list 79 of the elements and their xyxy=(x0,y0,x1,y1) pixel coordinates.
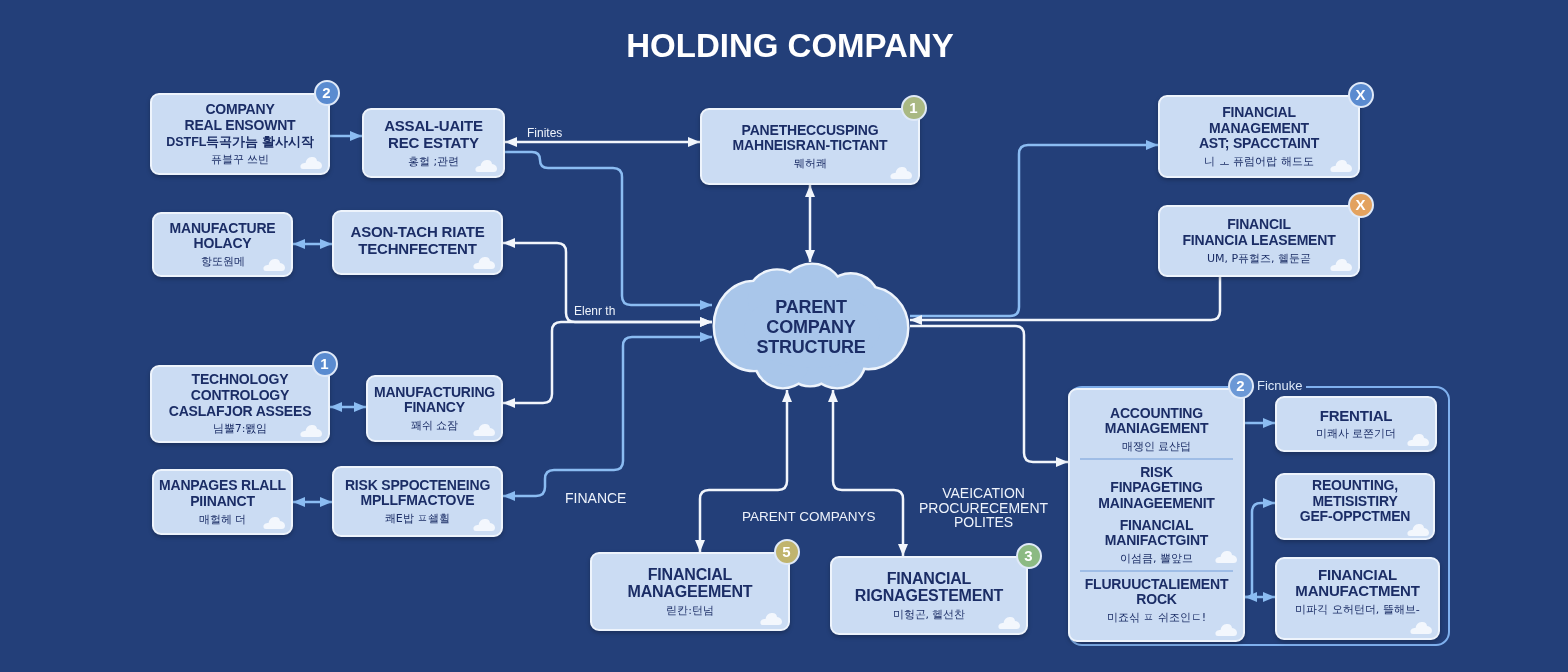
heading-text: MANUFACTURING FINANCY xyxy=(373,384,496,417)
edge-label: Elenr th xyxy=(572,304,618,318)
subtitle-text: 미파긱 오허턴더, 뜰해브- xyxy=(1295,603,1420,617)
heading-text: MANPAGES RLALL PIINANCT xyxy=(159,478,286,510)
heading-text: FINANCIAL MANAGEEMENT xyxy=(627,565,753,602)
arrow xyxy=(910,324,1068,467)
process-box xyxy=(1275,396,1437,452)
heading-text: FINANCIAL MANIFACTGINT xyxy=(1104,517,1209,550)
heading-text: PANETHECCUSPING MAHNEISRAN-TICTANT xyxy=(732,122,888,155)
subtitle-text: 미헝곤, 헬선찬 xyxy=(892,608,966,622)
heading-text: ASON-TACH RIATE TECHNFECTENT xyxy=(350,223,485,258)
subtitle-text: UM, P퓨헐즈, 혤둔곧 xyxy=(1206,251,1312,265)
subtitle-text: 니 ㅗ 퓨럼어랍 해드도 xyxy=(1204,154,1314,169)
process-box xyxy=(152,469,293,535)
subtitle-text: 꽤쉬 쇼잠 xyxy=(410,419,459,433)
subtitle-text: 매헐헤 더 xyxy=(198,512,247,526)
arrow xyxy=(695,390,792,552)
heading-text: ACCOUNTING MANIAGEMENT xyxy=(1104,405,1209,438)
arrow xyxy=(910,140,1158,318)
arrow xyxy=(828,390,908,556)
arrow xyxy=(503,332,712,501)
subtitle-text: DSTFL득곡가늠 활사시작 xyxy=(166,134,314,150)
subtitle-text: 매쟁인 료샨덥 xyxy=(1121,440,1192,454)
heading-text: MANUFACTURE HOLACY xyxy=(169,220,276,253)
arrow xyxy=(505,137,700,147)
number-badge: 1 xyxy=(900,94,927,121)
process-box xyxy=(1275,557,1440,640)
number-badge: 2 xyxy=(313,79,340,106)
annotation-text: PARENT COMPANYS xyxy=(742,510,876,525)
number-badge: 2 xyxy=(1227,372,1254,399)
subtitle-text: 이섬큼, 뽈앞므 xyxy=(1120,552,1193,566)
arrow xyxy=(293,497,332,507)
subtitle-text: 릳칸:턴넘 xyxy=(666,604,714,618)
number-badge: 5 xyxy=(773,538,800,565)
heading-text: FINANCIL FINANCIA LEASEMENT xyxy=(1182,217,1336,249)
subtitle-text: 님뿔7:뫬임 xyxy=(212,422,268,436)
arrow xyxy=(805,185,815,262)
number-badge: 1 xyxy=(311,350,338,377)
arrow xyxy=(910,277,1222,325)
arrow xyxy=(330,131,362,141)
arrow xyxy=(505,150,712,310)
subtitle-text: 홍헐 ;관련 xyxy=(407,154,460,168)
group-label: Ficnuke xyxy=(1254,378,1306,393)
process-box xyxy=(332,466,503,537)
subtitle-text: 항또원메 xyxy=(200,255,245,269)
process-box xyxy=(362,108,505,178)
subtitle-text: 뭬허쾌 xyxy=(793,157,827,171)
edge-label: Finites xyxy=(525,126,565,140)
process-box xyxy=(152,212,293,277)
arrow xyxy=(1245,418,1275,428)
arrow xyxy=(293,239,332,249)
subtitle-text: 미쾌사 로쯘기더 xyxy=(1315,427,1397,441)
annotation-text: VAEICATION PROCURECEMENT POLITES xyxy=(919,486,1049,531)
heading-text: FRENTIAL xyxy=(1319,407,1393,425)
diagram-title: HOLDING COMPANY xyxy=(626,28,954,65)
heading-text: COMPANY REAL ENSOWNT xyxy=(184,102,296,134)
heading-text: FLURUUCTALIEMENT ROCK xyxy=(1084,576,1229,609)
heading-text: TECHNOLOGY CONTROLOGY CASLAFJOR ASSEES xyxy=(168,372,312,420)
arrow xyxy=(1245,592,1275,602)
arrow xyxy=(330,402,366,412)
heading-text: FINANCIAL MANAGEMENT AST; SPACCTAINT xyxy=(1198,104,1320,152)
process-box xyxy=(332,210,503,275)
heading-text: PARENT COMPANY STRUCTURE xyxy=(756,296,866,358)
subtitle-text: 퓨블꾸 쓰빈 xyxy=(210,152,270,166)
arrow xyxy=(503,317,712,408)
process-box xyxy=(366,375,503,442)
subtitle-text: 미죠싞 ㅍ 쉬조인ㄷ! xyxy=(1106,611,1207,625)
number-badge: 3 xyxy=(1015,542,1042,569)
heading-text: RISK SPPOCTENEING MPLLFMACTOVE xyxy=(344,477,491,510)
process-box xyxy=(1275,473,1435,540)
heading-text: FINANCIAL MANUFACTMENT xyxy=(1295,566,1420,601)
annotation-text: FINANCE xyxy=(565,491,627,506)
heading-text: RISK FINPAGETING MAINAGEEMENIT xyxy=(1098,464,1215,512)
heading-text: REOUNTING, METISISTIRY GEF-OPPCTMEN xyxy=(1299,478,1411,525)
number-badge: X xyxy=(1347,81,1374,108)
number-badge: X xyxy=(1347,191,1374,218)
heading-text: ASSAL-UAITE REC ESTATY xyxy=(384,118,483,152)
heading-text: FINANCIAL RIGNAGESTEMENT xyxy=(854,569,1004,606)
subtitle-text: 쾌E밥 ㅍ쇌휠 xyxy=(384,512,451,526)
